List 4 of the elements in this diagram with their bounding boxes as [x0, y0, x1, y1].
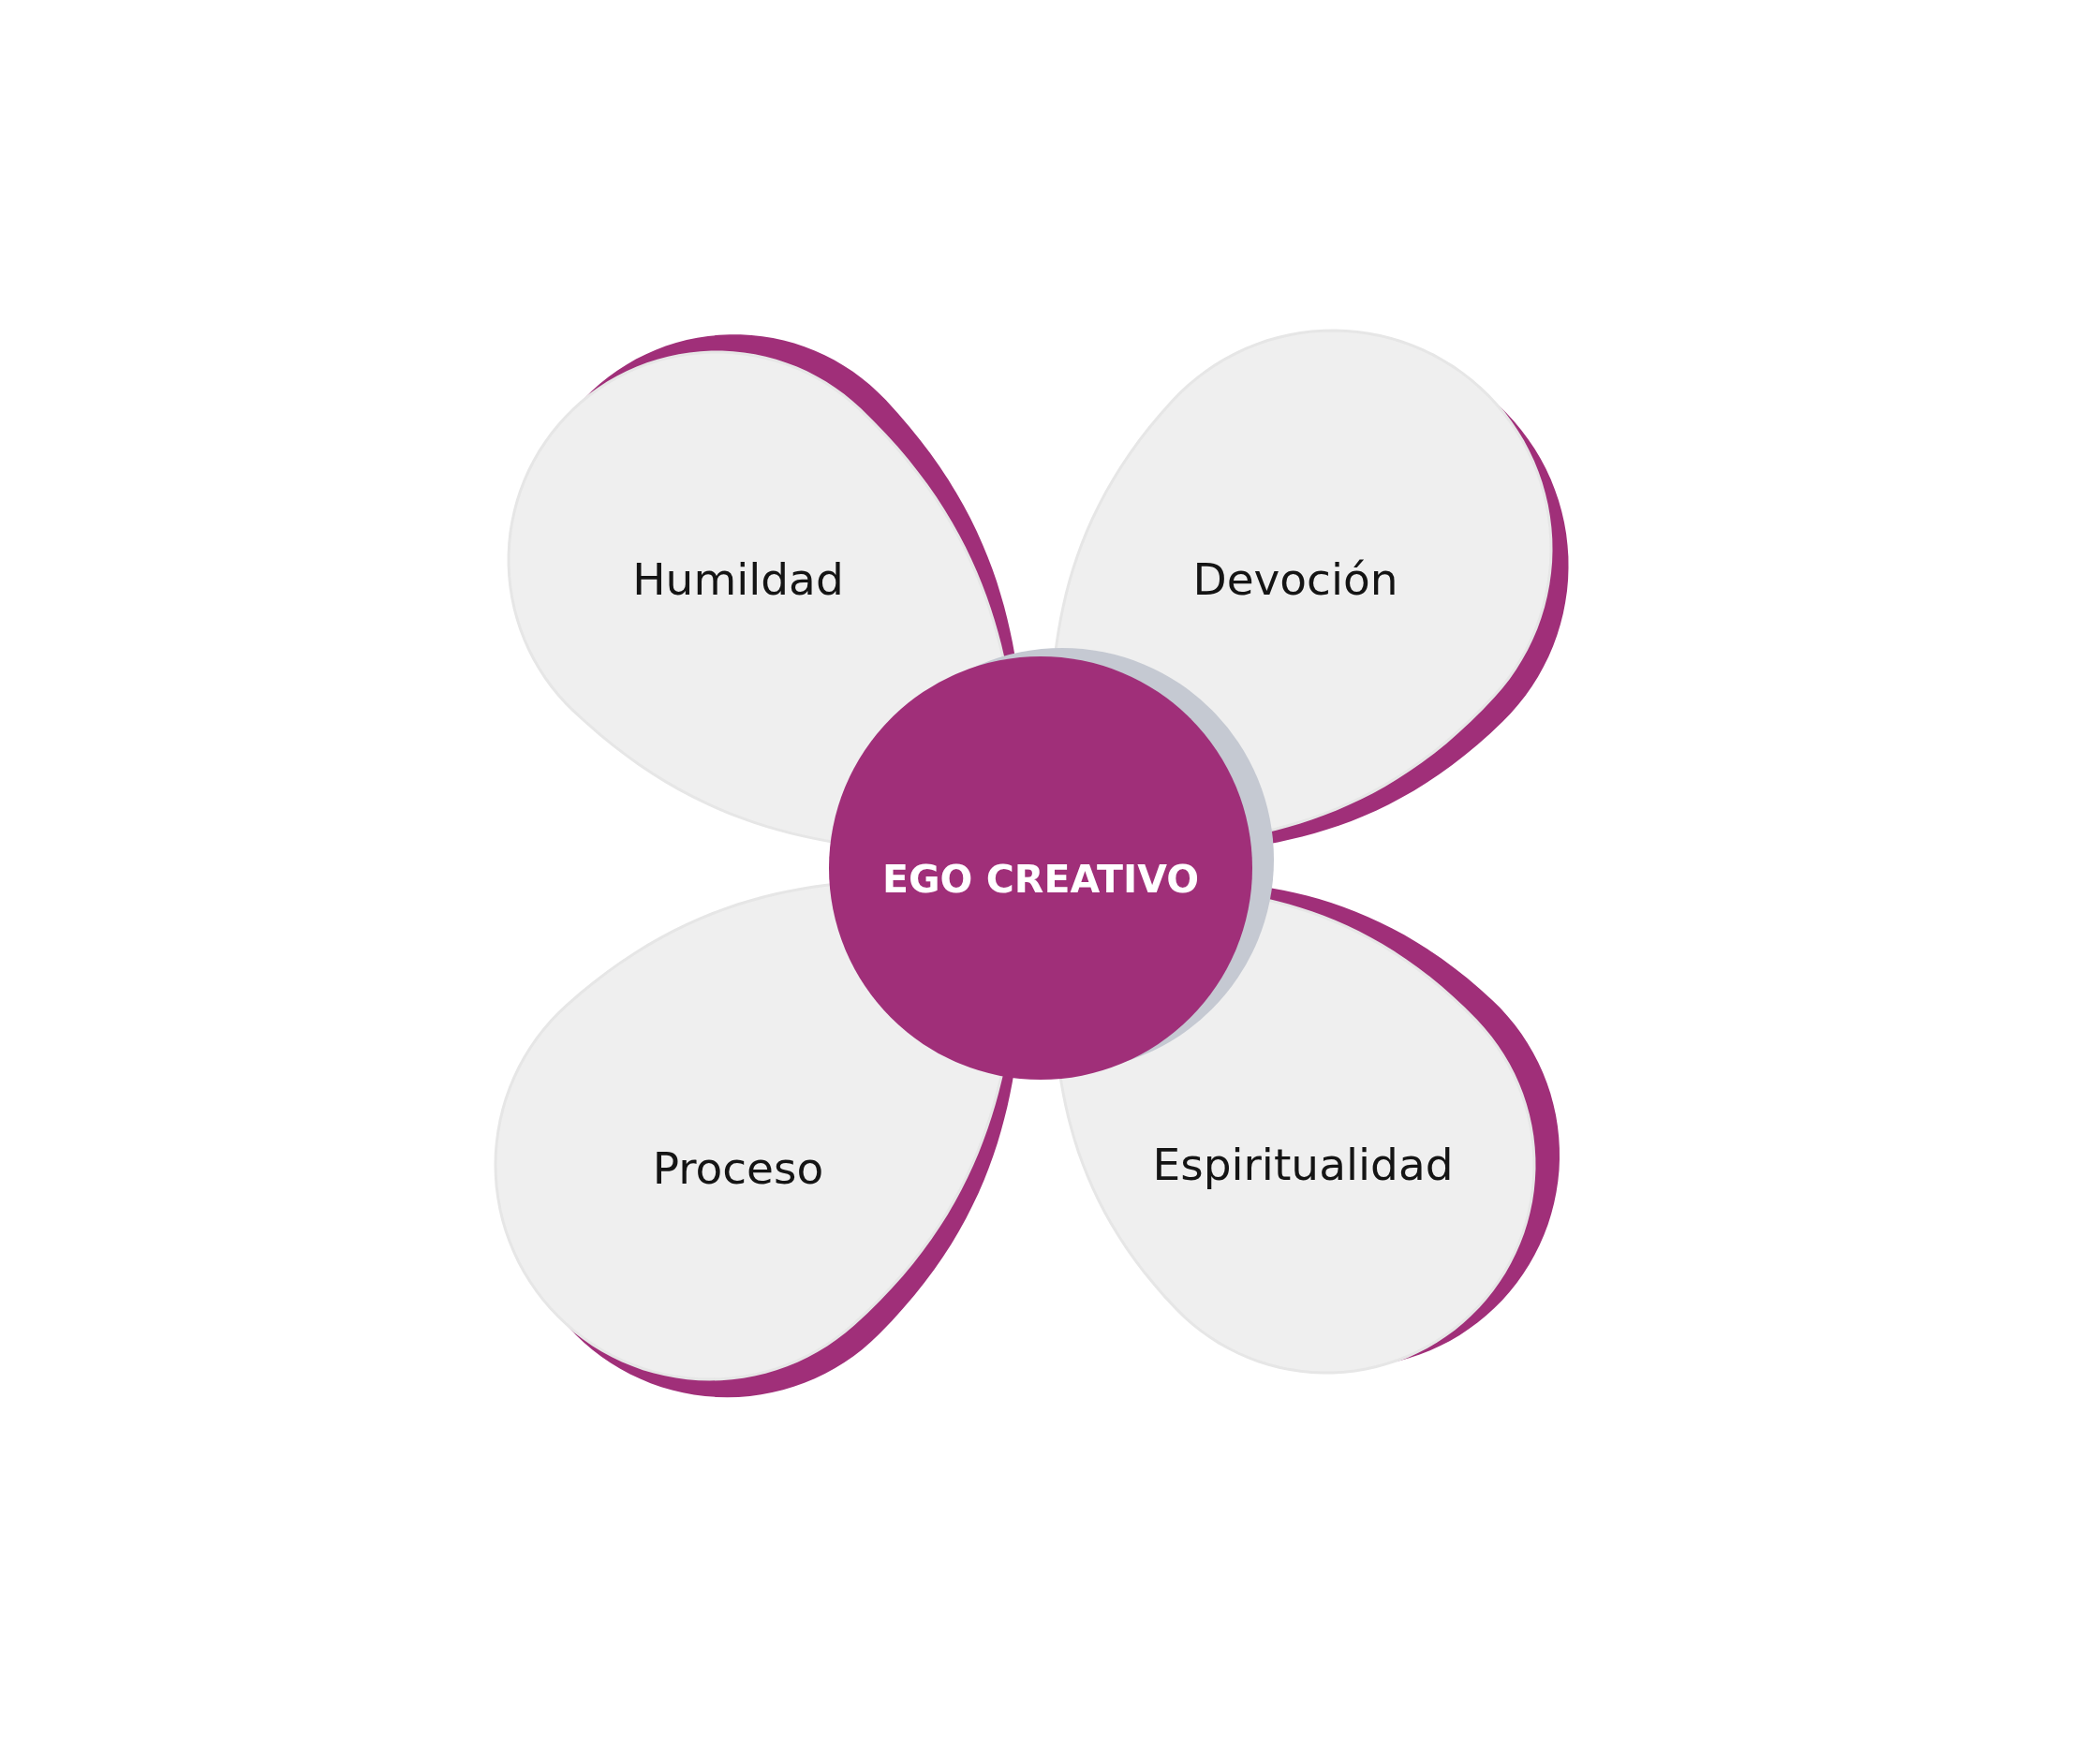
- petal-label: Humildad: [632, 556, 844, 601]
- center-label: EGO CREATIVO: [881, 860, 1200, 899]
- petal-label: Proceso: [652, 1145, 824, 1190]
- petal-label: Devoción: [1192, 556, 1398, 601]
